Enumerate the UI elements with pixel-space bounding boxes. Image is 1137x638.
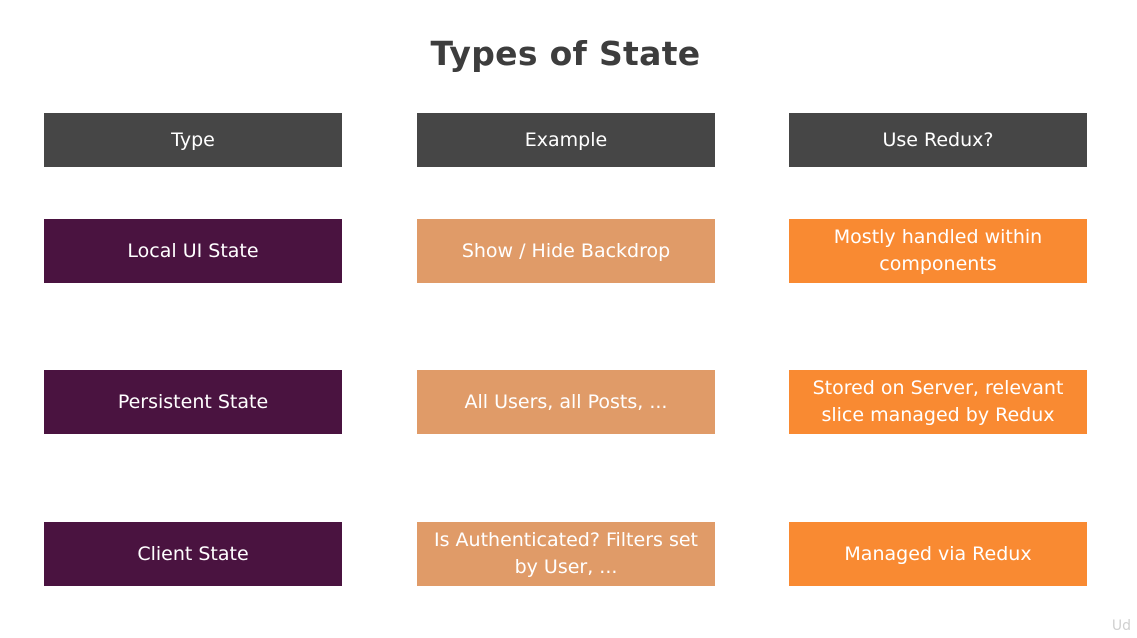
header-type: Type [44,113,342,167]
header-example: Example [417,113,715,167]
type-persistent-state: Persistent State [44,370,342,434]
slide-title: Types of State [430,34,701,73]
udemy-logo-icon: Ud [1111,618,1131,634]
example-client-state: Is Authenticated? Filters set by User, .… [417,522,715,586]
header-use-redux: Use Redux? [789,113,1087,167]
type-local-ui-state: Local UI State [44,219,342,283]
type-client-state: Client State [44,522,342,586]
redux-local-ui-state: Mostly handled within components [789,219,1087,283]
redux-persistent-state: Stored on Server, relevant slice managed… [789,370,1087,434]
example-local-ui-state: Show / Hide Backdrop [417,219,715,283]
example-persistent-state: All Users, all Posts, ... [417,370,715,434]
redux-client-state: Managed via Redux [789,522,1087,586]
